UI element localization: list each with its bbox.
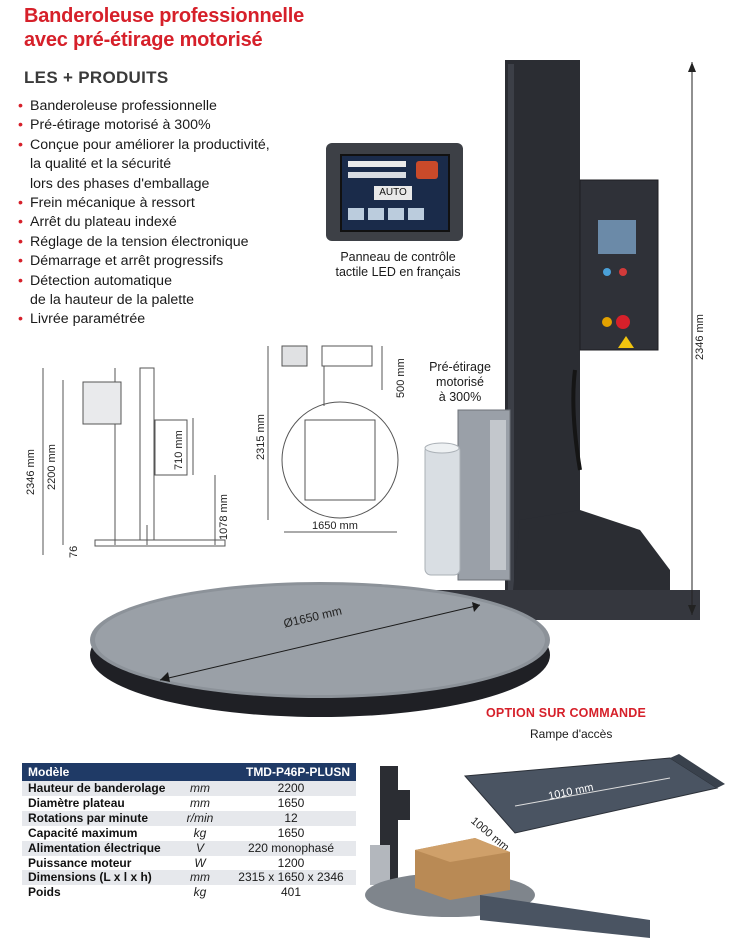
- feature-line: la qualité et la sécurité: [30, 156, 172, 173]
- spec-label: Diamètre plateau: [22, 795, 174, 811]
- spec-unit: kg: [174, 825, 226, 841]
- feature-line: Livrée paramétrée: [30, 311, 146, 328]
- feature-line: Conçue pour améliorer la productivité,: [30, 136, 270, 153]
- feature-item: Conçue pour améliorer la productivité, la…: [18, 136, 270, 194]
- feature-item: Livrée paramétrée: [18, 310, 270, 330]
- feature-item: Arrêt du plateau indexé: [18, 213, 270, 233]
- title-line-1: Banderoleuse professionnelle: [24, 5, 305, 27]
- feature-line: Frein mécanique à ressort: [30, 195, 195, 212]
- title-line-2: avec pré-étirage motorisé: [24, 29, 263, 51]
- features-heading: LES + PRODUITS: [24, 68, 169, 87]
- spec-label: Rotations par minute: [22, 810, 174, 826]
- header-label: Modèle: [22, 763, 174, 781]
- top-depth-label: 2315 mm: [255, 414, 267, 460]
- side-view-drawing: [42, 367, 226, 555]
- feature-line: de la hauteur de la palette: [30, 292, 195, 309]
- machine-illustration: [90, 60, 700, 717]
- control-panel-caption: Panneau de contrôle tactile LED en franç…: [335, 250, 461, 279]
- feature-line: Démarrage et arrêt progressifs: [30, 253, 224, 270]
- spec-label: Capacité maximum: [22, 825, 174, 841]
- spec-value: 220 monophasé: [226, 840, 356, 856]
- spec-table-header: Modèle TMD-P46P-PLUSN: [22, 763, 356, 781]
- top-view-drawing: [267, 345, 399, 533]
- spec-unit: mm: [174, 781, 226, 796]
- side-carriage-label: 710 mm: [173, 430, 185, 470]
- auto-button: AUTO: [374, 186, 412, 200]
- feature-line: Arrêt du plateau indexé: [30, 214, 177, 231]
- feature-item: Démarrage et arrêt progressifs: [18, 252, 270, 272]
- spec-unit: mm: [174, 870, 226, 886]
- ramp-illustration: [463, 754, 725, 834]
- spec-value: 2200: [226, 781, 356, 796]
- pallet-photo: [365, 766, 650, 938]
- spec-unit: mm: [174, 795, 226, 811]
- spec-unit: kg: [174, 885, 226, 901]
- spec-unit: r/min: [174, 810, 226, 826]
- top-width-label: 1650 mm: [312, 520, 358, 532]
- spec-table: Modèle TMD-P46P-PLUSN Hauteur de bandero…: [22, 763, 356, 901]
- feature-list: Banderoleuse professionnellePré-étirage …: [18, 97, 270, 330]
- photo-height-label: 2346 mm: [694, 314, 706, 360]
- spec-label: Hauteur de banderolage: [22, 781, 174, 796]
- side-total-label: 2346 mm: [25, 449, 37, 495]
- feature-item: Détection automatique de la hauteur de la…: [18, 272, 270, 311]
- spec-value: 2315 x 1650 x 2346: [226, 870, 356, 886]
- feature-item: Frein mécanique à ressort: [18, 194, 270, 214]
- feature-item: Banderoleuse professionnelle: [18, 97, 270, 117]
- spec-value: 1650: [226, 795, 356, 811]
- feature-line: lors des phases d'emballage: [30, 175, 210, 192]
- spec-value: 1200: [226, 855, 356, 871]
- header-model: TMD-P46P-PLUSN: [226, 763, 356, 781]
- side-mast-label: 2200 mm: [46, 444, 58, 490]
- spec-unit: W: [174, 855, 226, 871]
- prestretch-label: Pré-étirage motorisé à 300%: [429, 360, 491, 404]
- side-lower-label: 1078 mm: [218, 494, 230, 540]
- spec-unit: V: [174, 840, 226, 856]
- feature-line: Pré-étirage motorisé à 300%: [30, 117, 211, 134]
- spec-label: Alimentation électrique: [22, 840, 174, 856]
- spec-label: Puissance moteur: [22, 855, 174, 871]
- feature-line: Banderoleuse professionnelle: [30, 98, 217, 114]
- side-base-label: 76: [68, 545, 80, 558]
- feature-item: Réglage de la tension électronique: [18, 233, 270, 253]
- spec-label: Dimensions (L x l x h): [22, 870, 174, 886]
- spec-label: Poids: [22, 885, 174, 901]
- page-title: Banderoleuse professionnelle avec pré-ét…: [24, 4, 304, 52]
- control-panel-image: AUTO: [326, 143, 463, 241]
- top-arm-label: 500 mm: [395, 358, 407, 398]
- feature-line: Détection automatique: [30, 272, 172, 289]
- spec-value: 401: [226, 885, 356, 901]
- option-title: OPTION SUR COMMANDE: [486, 706, 647, 720]
- spec-value: 1650: [226, 825, 356, 841]
- option-subtitle: Rampe d'accès: [530, 727, 613, 741]
- feature-line: Réglage de la tension électronique: [30, 233, 249, 250]
- spec-value: 12: [226, 810, 356, 826]
- feature-item: Pré-étirage motorisé à 300%: [18, 116, 270, 136]
